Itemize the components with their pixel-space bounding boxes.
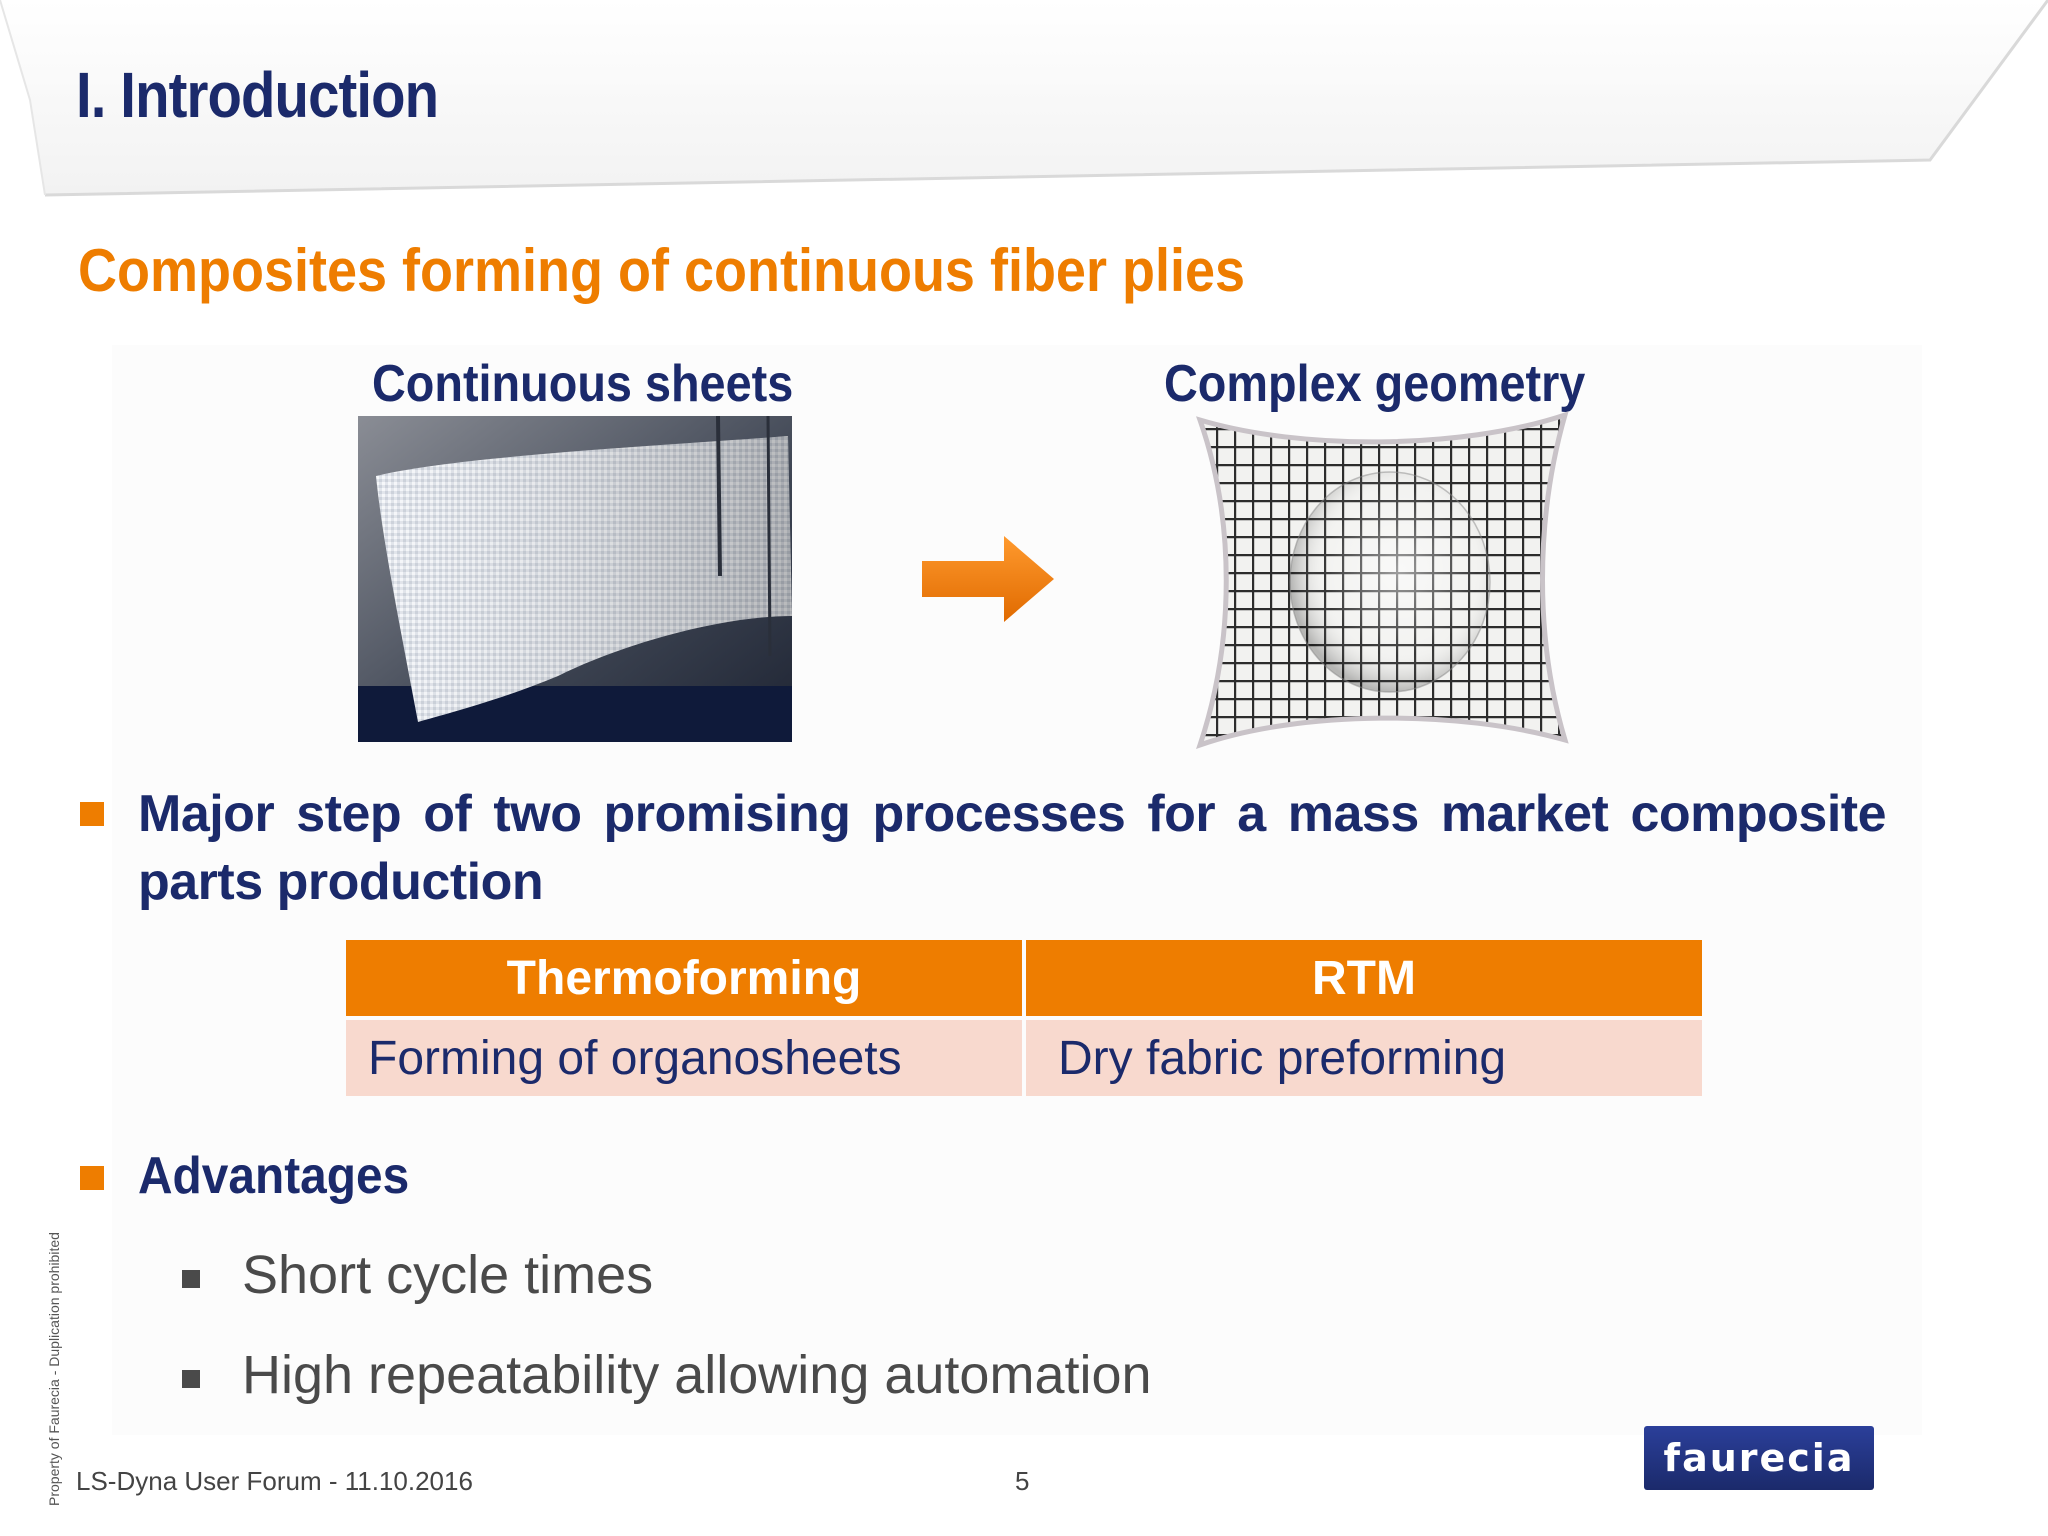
square-bullet-icon <box>80 802 104 826</box>
slide-title: I. Introduction <box>76 59 439 131</box>
table-cell-dry-fabric: Dry fabric preforming <box>1026 1020 1702 1096</box>
advantages-heading: Advantages <box>138 1147 410 1205</box>
process-table: Thermoforming RTM Forming of organosheet… <box>342 936 1706 1100</box>
list-item: Short cycle times <box>182 1240 1152 1340</box>
table-row: Forming of organosheets Dry fabric prefo… <box>346 1020 1702 1096</box>
square-bullet-icon <box>182 1270 200 1288</box>
arrow-right-icon <box>922 536 1054 622</box>
copyright-side-note: Property of Faurecia - Duplication prohi… <box>46 1232 62 1506</box>
continuous-sheets-caption: Continuous sheets <box>372 355 794 413</box>
complex-geometry-caption: Complex geometry <box>1164 355 1586 413</box>
square-bullet-icon <box>182 1370 200 1388</box>
table-header-row: Thermoforming RTM <box>346 940 1702 1016</box>
table-header-rtm: RTM <box>1026 940 1702 1016</box>
table-cell-organosheets: Forming of organosheets <box>346 1020 1022 1096</box>
logo-text: faurecia <box>1663 1436 1855 1480</box>
footer-event: LS-Dyna User Forum - 11.10.2016 <box>76 1466 473 1496</box>
advantage-item-text: Short cycle times <box>242 1245 654 1305</box>
page-number: 5 <box>1015 1466 1030 1496</box>
main-bullet-text: Major step of two promising processes fo… <box>138 785 1887 911</box>
continuous-sheets-image <box>358 416 792 742</box>
table-header-thermoforming: Thermoforming <box>346 940 1022 1016</box>
complex-geometry-image <box>1196 411 1569 750</box>
slide-subtitle: Composites forming of continuous fiber p… <box>78 237 1246 304</box>
advantage-item-text: High repeatability allowing automation <box>242 1345 1152 1405</box>
header-band <box>0 0 2048 197</box>
list-item: High repeatability allowing automation <box>182 1340 1152 1440</box>
faurecia-logo: faurecia <box>1644 1426 1874 1490</box>
square-bullet-icon <box>80 1166 104 1190</box>
advantages-list: Short cycle times High repeatability all… <box>182 1240 1152 1440</box>
